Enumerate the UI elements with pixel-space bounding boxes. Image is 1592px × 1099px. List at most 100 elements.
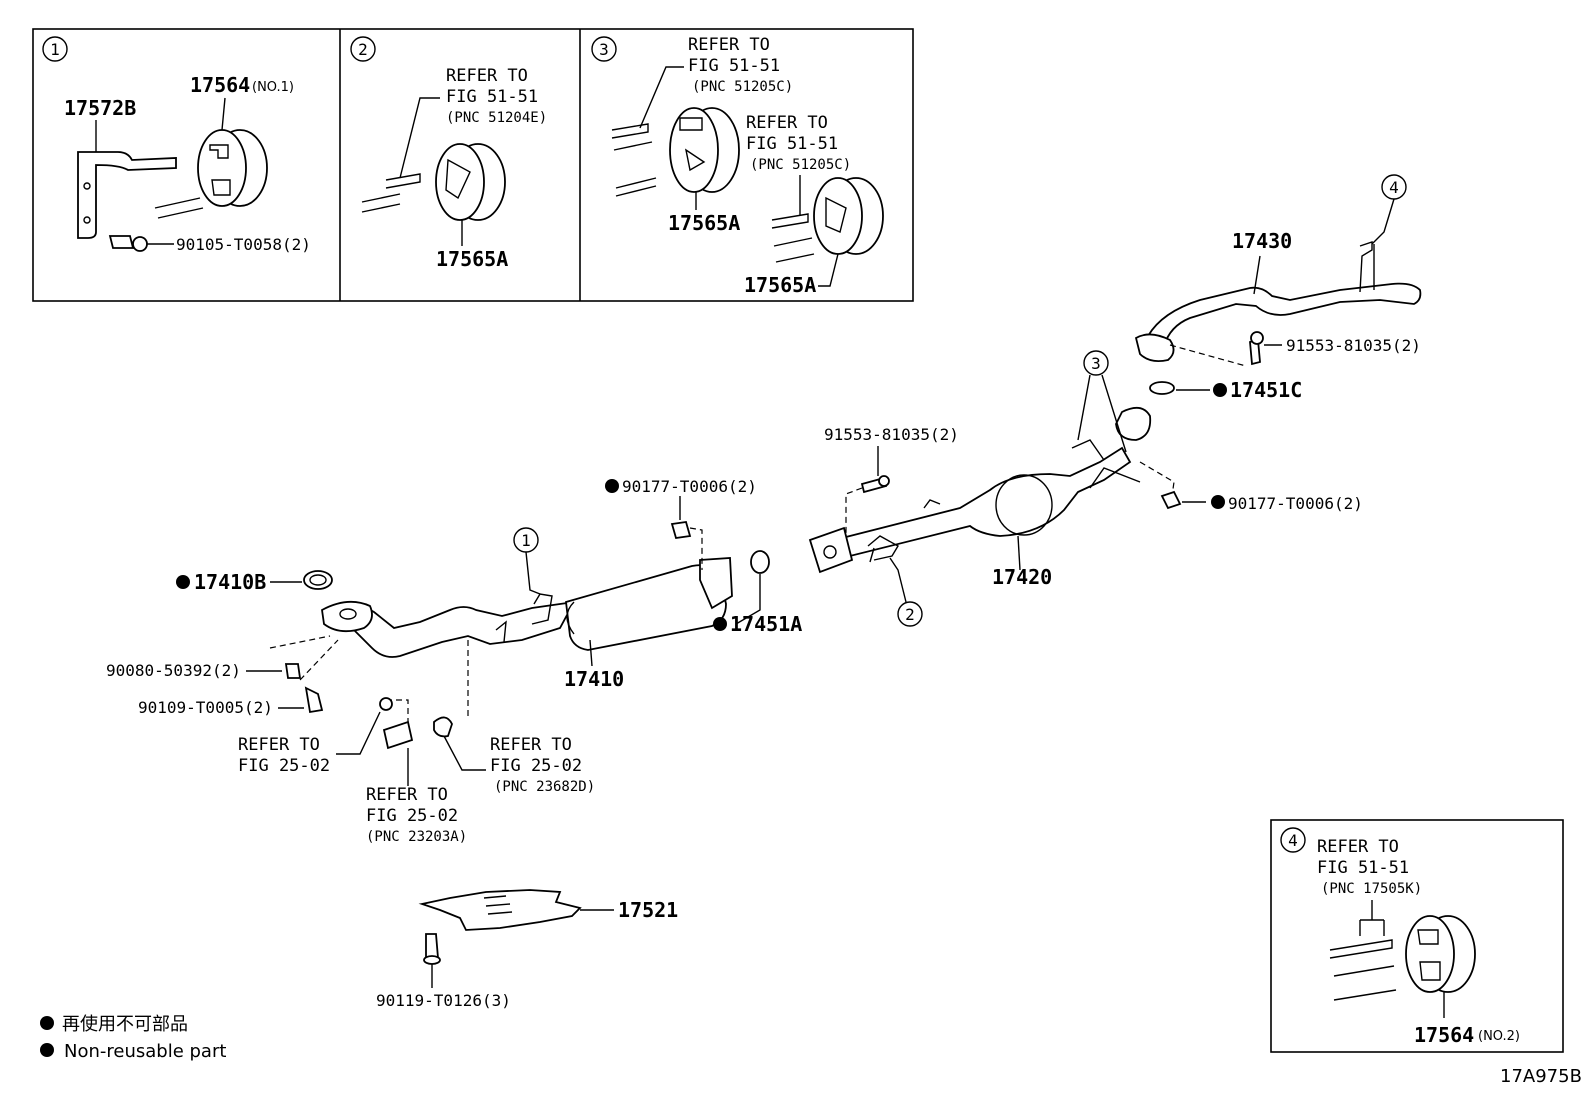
legend: 再使用不可部品 Non-reusable part: [40, 1014, 226, 1062]
part-number-17420: 17420: [992, 565, 1052, 589]
converter-pipe-17420: 3 2 17420 90177-T0006(2) 91553-81035(2): [808, 350, 1363, 627]
pipe-stub: [154, 197, 204, 219]
pipe-stub: [611, 123, 657, 197]
refer-figure: FIG 25-02: [366, 806, 458, 826]
part-note: (NO.1): [252, 80, 294, 95]
converter-hanger: [923, 499, 941, 509]
callout-number: 3: [1091, 354, 1101, 373]
leader-line: [1077, 374, 1127, 453]
dashed-guide: [689, 527, 703, 570]
leader-line: [889, 557, 907, 603]
refer-figure: FIG 51-51: [746, 134, 838, 154]
pipe-stub: [361, 173, 421, 213]
refer-label: REFER TO: [238, 735, 320, 755]
flange-hole: [339, 608, 357, 620]
refer-label: REFER TO: [490, 735, 572, 755]
part-number-17572b: 17572B: [64, 96, 136, 120]
part-number-17565a: 17565A: [744, 273, 816, 297]
refer-pnc: (PNC 17505K): [1321, 881, 1422, 897]
leader-line: [589, 639, 593, 667]
callout-circle: [1083, 350, 1109, 376]
bolt-head: [132, 236, 148, 252]
dashed-guide: [1139, 461, 1175, 497]
hanger-bracket-drawing: [77, 151, 177, 239]
converter-flange: [808, 526, 854, 574]
callout-number: 4: [1389, 178, 1399, 197]
panel-number: 4: [1288, 831, 1298, 850]
refer-figure: FIG 51-51: [688, 56, 780, 76]
refer-figure: FIG 25-02: [238, 756, 330, 776]
non-reusable-marker: [40, 1016, 54, 1030]
non-reusable-marker: [176, 575, 190, 589]
bolt-washer: [423, 955, 441, 965]
leader-line: [221, 97, 226, 131]
non-reusable-marker: [1211, 495, 1225, 509]
heat-insulator-slots: [483, 895, 513, 915]
leader-line: [443, 735, 486, 771]
part-number-90109-t0005: 90109-T0005(2): [138, 698, 273, 717]
refer-label: REFER TO: [366, 785, 448, 805]
front-pipe-17410: 1 17410 17410B 17451A 90177-T0006(2) 900…: [106, 477, 802, 750]
part-number-17521: 17521: [618, 898, 678, 922]
refer-pnc: (PNC 23682D): [494, 779, 595, 795]
legend-english: Non-reusable part: [64, 1041, 226, 1062]
converter-bracket: [1071, 439, 1141, 489]
rubber-mount-front: [669, 107, 719, 193]
refer-pnc: (PNC 51205C): [750, 157, 851, 173]
rubber-mount-front: [813, 177, 863, 255]
sensor-drawing: [382, 720, 414, 750]
refer-pnc: (PNC 23203A): [366, 829, 467, 845]
tail-pipe-flange: [1134, 333, 1175, 363]
gasket-hole: [309, 574, 327, 586]
part-number-17564: 17564: [190, 73, 250, 97]
gasket-drawing: [750, 550, 770, 574]
bolt-head: [1250, 331, 1264, 345]
inset-panels: [32, 28, 914, 302]
inset-panel-1: 1 17572B 17564 (NO.1) 90105-T0058(2): [42, 36, 311, 254]
dashed-guide: [1169, 344, 1247, 367]
rubber-mount-holes: [1417, 929, 1441, 981]
muffler-hanger: [495, 620, 507, 643]
rubber-mount-holes: [209, 144, 231, 196]
nut-drawing: [670, 520, 692, 540]
panel-number: 3: [599, 40, 609, 59]
bolt-hole: [83, 216, 91, 224]
bolt-drawing: [304, 686, 324, 714]
refer-label: REFER TO: [688, 35, 770, 55]
rubber-mount-holes: [445, 158, 471, 200]
nut-drawing: [1160, 490, 1182, 510]
part-number-91553-81035: 91553-81035(2): [824, 425, 959, 444]
leader-line: [336, 711, 381, 755]
part-number-90119-t0126: 90119-T0126(3): [376, 991, 511, 1010]
part-number-17565a: 17565A: [668, 211, 740, 235]
refer-label: REFER TO: [1317, 837, 1399, 857]
leader-line: [1253, 255, 1261, 295]
inset-frame: [1270, 819, 1564, 1053]
inset-panel-2: 2 REFER TO FIG 51-51 (PNC 51204E) 17565A: [350, 36, 547, 271]
part-number-17410: 17410: [564, 667, 624, 691]
refer-figure: FIG 51-51: [1317, 858, 1409, 878]
muffler-end: [566, 601, 575, 635]
non-reusable-marker: [40, 1043, 54, 1057]
inset-frame: [32, 28, 914, 302]
panel-number-circle: [350, 36, 376, 62]
callout-circle: [897, 601, 923, 627]
sensor-references: REFER TO FIG 25-02 REFER TO FIG 25-02 (P…: [238, 711, 595, 845]
converter-body: [995, 474, 1053, 536]
refer-figure: FIG 51-51: [446, 87, 538, 107]
panel-number-circle: [42, 36, 68, 62]
non-reusable-marker: [713, 617, 727, 631]
panel-number-circle: [591, 36, 617, 62]
refer-pnc: (PNC 51204E): [446, 110, 547, 126]
front-pipe-flange: [321, 600, 373, 633]
tail-pipe-hanger: [1359, 241, 1375, 293]
panel-number: 2: [358, 40, 368, 59]
converter-hanger: [867, 535, 899, 563]
gasket-drawing: [303, 570, 333, 590]
leader-line: [818, 253, 839, 287]
part-number-17430: 17430: [1232, 229, 1292, 253]
part-number-17451a: 17451A: [730, 612, 802, 636]
muffler-hanger: [531, 593, 553, 625]
part-number-17451c: 17451C: [1230, 378, 1302, 402]
